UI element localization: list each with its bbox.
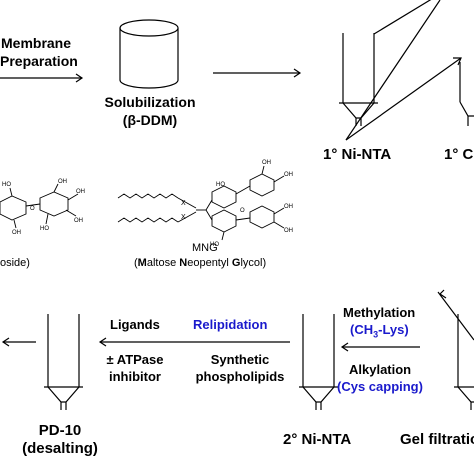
column-icon-c-step (459, 62, 474, 126)
alkylation-label: Alkylation (349, 362, 412, 377)
x-label-upper: X (181, 200, 186, 207)
mng-full-name: (Maltose Neopentyl Glycol) (134, 257, 267, 269)
svg-text:OH: OH (284, 204, 293, 210)
column-icon-ni-nta-1 (339, 33, 378, 126)
svg-text:OH: OH (12, 230, 21, 236)
mng-structure: OH OH OH OH HO HO O (117, 160, 293, 248)
svg-text:OH: OH (284, 228, 293, 234)
synthetic-phospholipids-label-2: phospholipids (195, 369, 285, 384)
desalting-label: (desalting) (22, 440, 98, 457)
svg-text:OH: OH (262, 160, 271, 166)
cylinder-icon (119, 19, 179, 89)
column-icon-pd10 (44, 314, 83, 410)
svg-text:OH: OH (58, 179, 67, 185)
cys-capping-label: (Cys capping) (337, 379, 423, 394)
svg-text:O: O (240, 208, 245, 214)
column-icon-ni-nta-2 (299, 314, 338, 410)
svg-text:OH: OH (284, 172, 293, 178)
svg-text:HO: HO (216, 182, 225, 188)
ch3-lys-label: (CH3-Lys) (350, 322, 409, 340)
mng-abbrev-label: MNG (192, 242, 218, 254)
svg-text:HO: HO (2, 182, 11, 188)
x-label-lower: X (181, 214, 186, 221)
arrow-to-left-edge (1, 337, 36, 347)
svg-text:HO: HO (210, 242, 219, 248)
detergent-label: (β-DDM) (122, 112, 178, 128)
synthetic-phospholipids-label: Synthetic (210, 352, 270, 367)
arrow-ni-nta-to-c-step (345, 0, 462, 141)
svg-text:OH: OH (74, 218, 83, 224)
membrane-prep-label: Membrane (1, 35, 72, 51)
ni-nta-1-label: 1° Ni-NTA (323, 146, 392, 163)
glycoside-label: oside) (0, 257, 30, 269)
ni-nta-2-label: 2° Ni-NTA (283, 431, 352, 448)
c-step-label: 1° C (444, 146, 474, 163)
arrow-ni-nta-2-to-pd10 (98, 337, 290, 347)
svg-text:OH: OH (76, 189, 85, 195)
solubilization-label: Solubilization (104, 94, 196, 110)
glycoside-structure: HO OH OH OH OH HO O (0, 179, 85, 236)
relipidation-label: Relipidation (193, 317, 268, 332)
atpase-inhibitor-label: ± ATPase (106, 352, 164, 367)
membrane-prep-label-2: Preparation (0, 53, 78, 69)
svg-text:O: O (30, 206, 35, 212)
svg-text:HO: HO (40, 226, 49, 232)
ligands-label: Ligands (110, 317, 160, 332)
arrow-membrane-to-solubilization (0, 73, 84, 83)
column-icon-gel-filtration (437, 289, 474, 410)
gel-filtration-label: Gel filtratio (400, 431, 474, 448)
atpase-inhibitor-label-2: inhibitor (109, 369, 161, 384)
methylation-label: Methylation (343, 305, 416, 320)
arrow-solubilization-to-ni-nta (213, 68, 302, 78)
pd10-label: PD-10 (38, 422, 82, 439)
arrow-gel-to-ni-nta-2 (340, 342, 420, 352)
